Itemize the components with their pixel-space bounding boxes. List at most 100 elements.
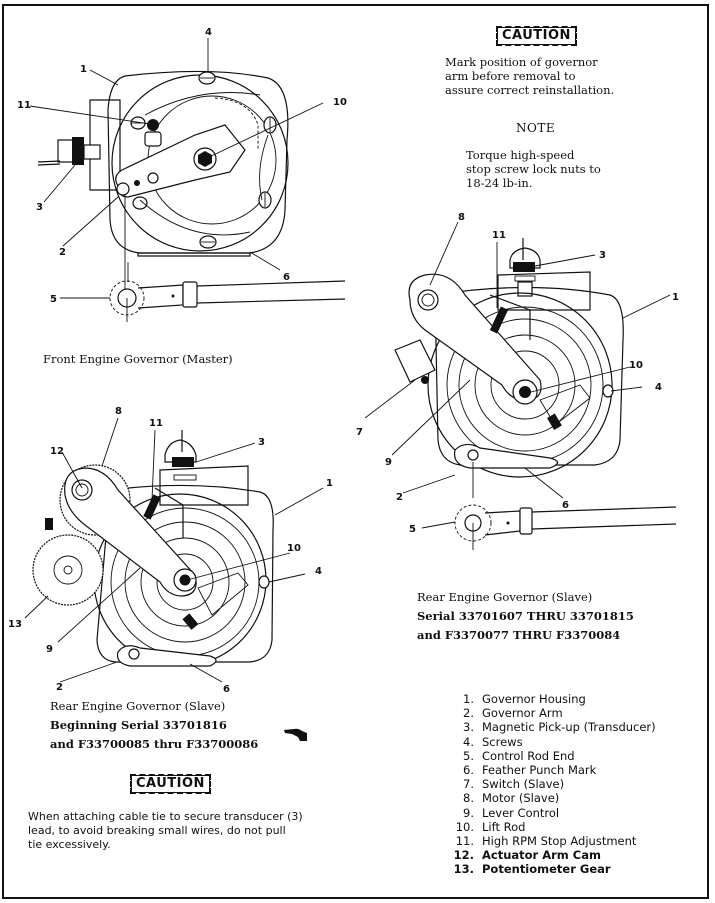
callout-6: 6 [223,684,230,695]
legend-label: Governor Arm [482,706,563,721]
callout-1: 1 [672,292,679,303]
legend-item: 2. Governor Arm [448,706,656,720]
pointing-hand-icon [284,728,307,741]
caution-text-top: Mark position of governor arm before rem… [445,55,614,97]
legend-item: 8.Motor (Slave) [448,791,656,805]
motor-arm [408,273,542,401]
note-line: stop screw lock nuts to [466,162,601,176]
caption-line: Beginning Serial 33701816 [50,718,227,732]
legend-label: Screws [482,734,523,749]
caution-line: tie excessively. [28,838,111,851]
callout-8: 8 [458,212,465,223]
callout-11: 11 [492,230,506,241]
callout-9: 9 [385,457,392,468]
callout-12: 12 [50,446,64,457]
legend-number: 5. [463,748,474,763]
note-heading: NOTE [516,121,556,135]
callout-9: 9 [46,644,53,655]
governor-housing [96,484,274,663]
governor-arm [453,443,559,469]
caution-text-bottom: When attaching cable tie to secure trans… [28,810,303,852]
callout-11: 11 [149,418,163,429]
callout-8: 8 [115,406,122,417]
caution-line: When attaching cable tie to secure trans… [28,810,303,823]
legend-label: Switch (Slave) [482,777,565,792]
legend-number: 6. [463,763,474,778]
caption-line: Rear Engine Governor (Slave) [417,590,593,604]
callout-11: 11 [17,100,31,111]
figure-front-governor: 1 4 11 10 3 2 6 5 [17,27,347,322]
note-line: 18-24 lb-in. [466,176,533,190]
callout-3: 3 [36,202,43,213]
caution-label: CAUTION [136,776,205,791]
legend-number: 9. [463,805,474,820]
governor-arm [116,645,217,667]
callout-10: 10 [629,360,643,371]
caution-line: Mark position of governor [445,55,598,69]
legend-item: 10. Lift Rod [448,820,656,834]
callout-4: 4 [205,27,212,38]
legend-label: Lift Rod [482,819,526,834]
caution-line: lead, to avoid breaking small wires, do … [28,824,286,837]
callout-10: 10 [287,543,301,554]
legend-label: Magnetic Pick-up (Transducer) [482,720,656,735]
caption-line: and F33700085 thru F33700086 [50,737,259,751]
legend-item: 1.Governor Housing [448,692,656,706]
caption-line: and F3370077 THRU F3370084 [417,628,621,642]
callout-13: 13 [8,619,22,630]
legend-label: Actuator Arm Cam [482,848,601,863]
legend-number: 11. [455,834,474,849]
caption-line: Rear Engine Governor (Slave) [50,699,226,713]
caption-line: Front Engine Governor (Master) [43,352,233,366]
legend-item: 6. Feather Punch Mark [448,763,656,777]
legend-label: Potentiometer Gear [482,862,611,877]
legend-label: Control Rod End [482,748,575,763]
caption-rear-governor-early: Rear Engine Governor (Slave) Serial 3370… [417,588,634,645]
callout-4: 4 [315,566,322,577]
callout-6: 6 [562,500,569,511]
note-text: Torque high-speed stop screw lock nuts t… [466,148,601,190]
legend-number: 3. [463,720,474,735]
governor-arm [115,124,246,198]
governor-housing [107,70,289,254]
legend-number: 10. [455,819,474,834]
legend-label: Feather Punch Mark [482,763,597,778]
callout-5: 5 [50,294,57,305]
legend-number: 4. [463,734,474,749]
figure-rear-governor-late: 8 11 3 12 1 10 4 13 9 2 6 [8,406,333,695]
caption-rear-governor-late: Rear Engine Governor (Slave) Beginning S… [50,697,258,754]
legend-item: 13. Potentiometer Gear [448,862,656,876]
callout-7: 7 [356,427,363,438]
callout-5: 5 [409,524,416,535]
callout-10: 10 [333,97,347,108]
caution-badge-top: CAUTION [496,26,577,46]
legend-label: Governor Housing [482,692,586,706]
caution-line: arm before removal to [445,69,576,83]
callout-1: 1 [80,64,87,75]
legend-number: 12. [453,848,474,863]
note-line: Torque high-speed [466,148,575,162]
callout-2: 2 [56,682,63,693]
callout-4: 4 [655,382,662,393]
legend-item: 3. Magnetic Pick-up (Transducer) [448,720,656,734]
page-border [2,4,709,899]
callout-1: 1 [326,478,333,489]
caution-line: assure correct reinstallation. [445,83,615,97]
legend-number: 2. [463,706,474,721]
legend-label: Motor (Slave) [482,791,560,806]
control-rod-end [454,504,492,542]
legend-item: 9.Lever Control [448,806,656,820]
legend-item: 5. Control Rod End [448,749,656,763]
transducer [172,457,194,467]
legend-item: 12. Actuator Arm Cam [448,848,656,862]
transducer [513,262,535,272]
actuator-arm [64,467,197,597]
callout-2: 2 [396,492,403,503]
legend-number: 13. [453,862,474,877]
callout-3: 3 [599,250,606,261]
legend-item: 4. Screws [448,735,656,749]
legend-item: 7.Switch (Slave) [448,777,656,791]
potentiometer-gear [32,534,104,606]
callout-2: 2 [59,247,66,258]
